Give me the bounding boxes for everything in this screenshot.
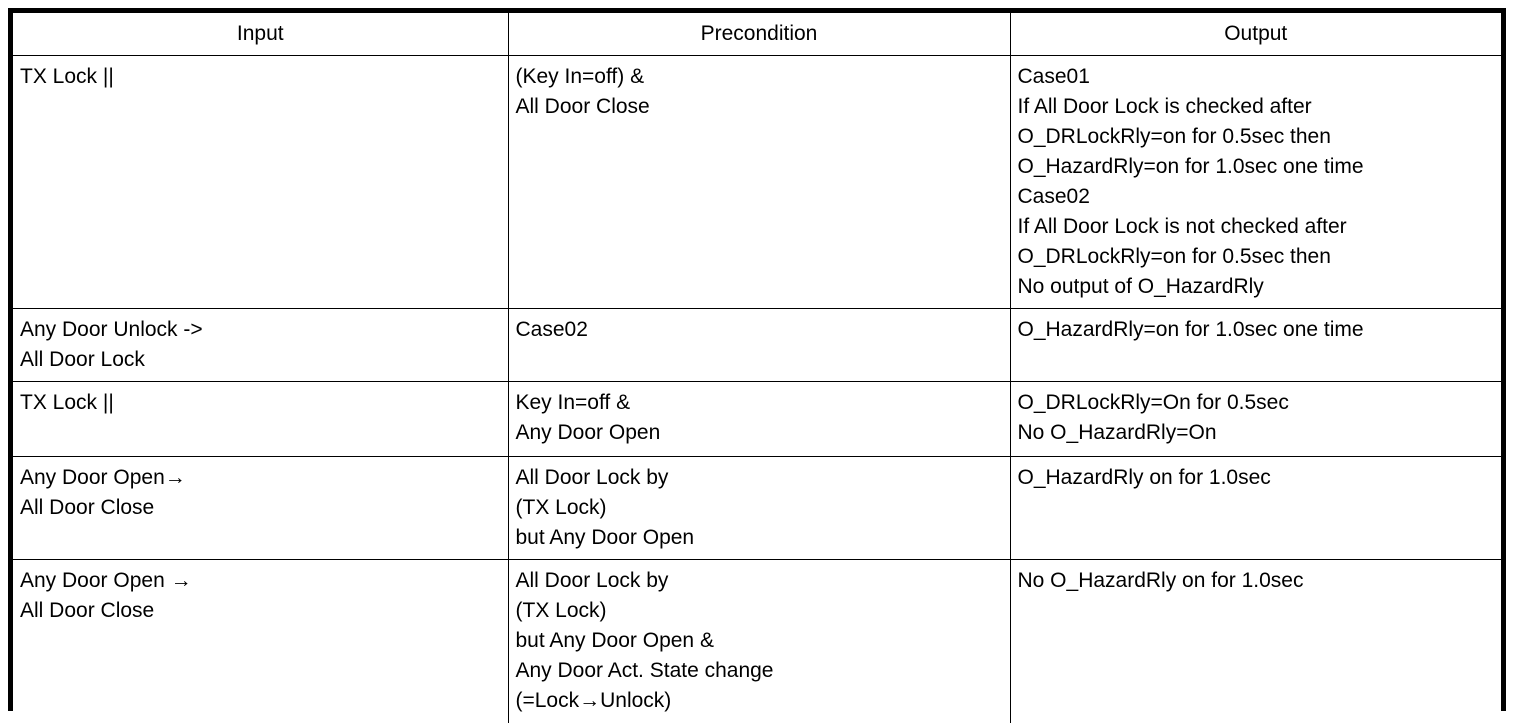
cell-output: No O_HazardRly on for 1.0sec [1009, 559, 1501, 723]
cell-output: Case01 If All Door Lock is checked after… [1009, 55, 1501, 309]
column-header-output: Output [1009, 13, 1501, 56]
cell-precondition: All Door Lock by (TX Lock) but Any Door … [507, 456, 1011, 560]
cell-output: O_HazardRly=on for 1.0sec one time [1009, 308, 1501, 382]
cell-precondition: (Key In=off) & All Door Close [507, 55, 1011, 309]
table-row: Any Door Unlock -> All Door Lock Case02 … [13, 308, 1501, 382]
cell-input: TX Lock || [13, 55, 509, 309]
header-row: Input Precondition Output [13, 13, 1501, 56]
cell-output: O_HazardRly on for 1.0sec [1009, 456, 1501, 560]
column-header-input: Input [13, 13, 509, 56]
cell-input: Any Door Unlock -> All Door Lock [13, 308, 509, 382]
cell-output: O_DRLockRly=On for 0.5sec No O_HazardRly… [1009, 381, 1501, 457]
table-row: TX Lock || (Key In=off) & All Door Close… [13, 55, 1501, 309]
table-row: TX Lock || Key In=off & Any Door Open O_… [13, 381, 1501, 457]
cell-input: TX Lock || [13, 381, 509, 457]
table-header: Input Precondition Output [13, 13, 1501, 56]
table-row: Any Door Open → All Door Close All Door … [13, 559, 1501, 723]
spec-table-container: Input Precondition Output TX Lock || (Ke… [8, 8, 1506, 723]
input-precondition-output-table: Input Precondition Output TX Lock || (Ke… [13, 13, 1501, 723]
table-row: Any Door Open→ All Door Close All Door L… [13, 456, 1501, 560]
table-body: TX Lock || (Key In=off) & All Door Close… [13, 55, 1501, 723]
cell-precondition: All Door Lock by (TX Lock) but Any Door … [507, 559, 1011, 723]
cell-input: Any Door Open → All Door Close [13, 559, 509, 723]
column-header-precondition: Precondition [507, 13, 1011, 56]
cell-input: Any Door Open→ All Door Close [13, 456, 509, 560]
cell-precondition: Key In=off & Any Door Open [507, 381, 1011, 457]
cell-precondition: Case02 [507, 308, 1011, 382]
